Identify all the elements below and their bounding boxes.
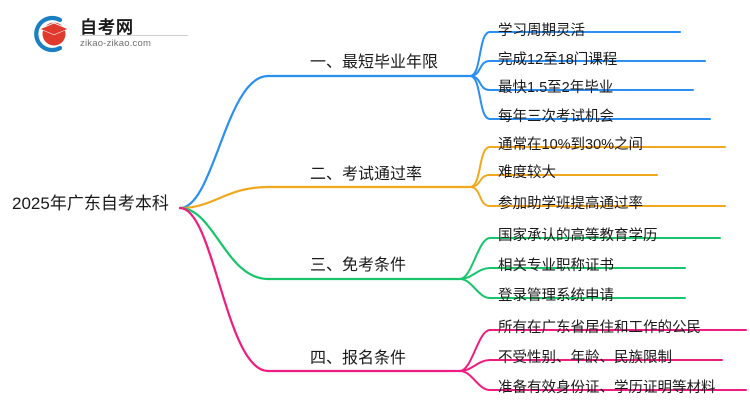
- branch-1-leaf2-label[interactable]: 完成12至18门课程: [498, 52, 618, 68]
- branch-3-leaf1-label[interactable]: 国家承认的高等教育学历: [498, 228, 658, 244]
- branch-4-leaf1-label[interactable]: 所有在广东省居住和工作的公民: [498, 320, 701, 336]
- branch-3-label[interactable]: 三、免考条件: [310, 257, 407, 274]
- branch-2-leaf2-label[interactable]: 难度较大: [498, 165, 556, 181]
- branch-1-label[interactable]: 一、最短毕业年限: [310, 54, 439, 71]
- branch-1-leaf1-label[interactable]: 学习周期灵活: [498, 23, 585, 39]
- branch-1-leaf3-curve: [469, 75, 491, 91]
- branch-3-leaf1-curve: [459, 237, 491, 280]
- branch-2-leaf1-curve: [469, 146, 491, 188]
- branch-3-leaf2-curve: [459, 267, 491, 280]
- graduation-cap-circle-icon: [34, 15, 69, 53]
- branch-2-leaf2-curve: [469, 174, 491, 188]
- branch-4-leaf3-label[interactable]: 准备有效身份证、学历证明等材料: [498, 380, 716, 396]
- leaf-fan-curves: [459, 31, 491, 391]
- trunk-curves: [178, 74, 270, 373]
- branch-2-label[interactable]: 二、考试通过率: [310, 166, 423, 183]
- branch-4-leaf2-curve: [459, 359, 491, 372]
- site-logo: 自考网 zikao-zikao.com: [30, 12, 190, 56]
- branch-1-leaf1-curve: [469, 31, 491, 77]
- branch-3-leaf3-curve: [459, 278, 491, 299]
- branch-4-leaf1-curve: [459, 329, 491, 372]
- branch-4-trunk: [178, 206, 270, 373]
- root-node-label[interactable]: 2025年广东自考本科: [12, 194, 169, 213]
- branch-3-leaf3-label[interactable]: 登录管理系统申请: [498, 288, 614, 304]
- branch-1-leaf4-curve: [469, 75, 491, 120]
- branch-1-trunk: [178, 74, 270, 210]
- branch-2-leaf3-curve: [469, 186, 491, 207]
- logo-wordmark: 自考网 zikao-zikao.com: [80, 13, 190, 53]
- branch-1-leaf3-label[interactable]: 最快1.5至2年毕业: [498, 80, 614, 96]
- logo-divider: [80, 35, 188, 36]
- branch-4-label[interactable]: 四、报名条件: [310, 350, 407, 367]
- logo-url: zikao-zikao.com: [80, 38, 152, 49]
- branch-4-leaf3-curve: [459, 370, 491, 391]
- branch-3-trunk: [178, 206, 270, 281]
- branch-2-leaf3-label[interactable]: 参加助学班提高通过率: [498, 196, 643, 212]
- branch-4-leaf2-label[interactable]: 不受性别、年龄、民族限制: [498, 350, 672, 366]
- logo-name-cn: 自考网: [80, 18, 134, 37]
- branch-spines: [266, 74, 472, 373]
- branch-3-leaf2-label[interactable]: 相关专业职称证书: [498, 258, 614, 274]
- branch-1-leaf2-curve: [469, 60, 491, 77]
- branch-1-leaf4-label[interactable]: 每年三次考试机会: [498, 109, 614, 125]
- branch-2-leaf1-label[interactable]: 通常在10%到30%之间: [498, 137, 644, 153]
- branch-2-trunk: [178, 185, 270, 210]
